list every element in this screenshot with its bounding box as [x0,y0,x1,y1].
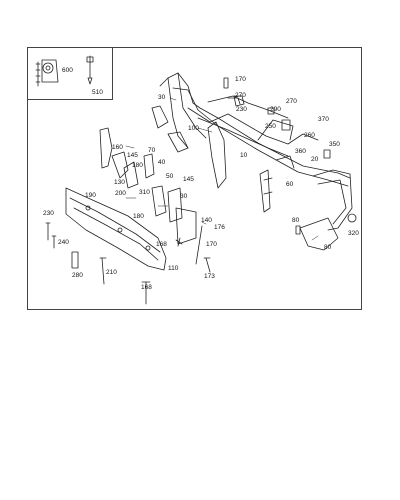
brackets [99,121,357,251]
part-number-170: 170 [235,76,246,83]
part-number-600: 600 [62,67,73,74]
part-number-70: 70 [148,147,156,154]
part-number-260: 260 [304,132,315,139]
upper-frame [151,72,353,231]
part-number-176: 176 [214,224,225,231]
leader-lines [125,97,319,241]
part-number-10: 10 [240,152,248,159]
part-number-230b: 230 [43,210,54,217]
part-number-270: 270 [235,92,246,99]
inset-parts [35,55,94,87]
part-number-60: 60 [286,181,294,188]
fasteners [45,77,331,305]
part-number-50: 50 [166,173,174,180]
part-number-270b: 270 [286,98,297,105]
part-number-250: 250 [265,123,276,130]
part-number-145: 145 [127,152,138,159]
part-number-310: 310 [139,189,150,196]
part-number-240: 240 [58,239,69,246]
part-number-180: 180 [132,162,143,169]
part-number-168b: 168 [141,284,152,291]
part-number-130: 130 [114,179,125,186]
part-number-168: 168 [156,241,167,248]
part-number-110: 110 [168,265,179,272]
part-number-190: 190 [85,192,96,199]
part-number-173: 173 [204,273,215,280]
part-number-280: 280 [72,272,83,279]
part-number-360: 360 [295,148,306,155]
part-number-100: 100 [188,125,199,132]
part-number-180b: 180 [133,213,144,220]
bumper-beam [65,187,167,271]
part-number-160: 160 [112,144,123,151]
part-number-40: 40 [158,159,166,166]
inset-box [28,48,113,100]
part-number-210: 210 [106,269,117,276]
part-number-30: 30 [158,94,166,101]
part-number-510: 510 [92,89,103,96]
part-number-320: 320 [348,230,359,237]
part-number-80: 80 [292,217,300,224]
part-number-145b: 145 [183,176,194,183]
part-number-20: 20 [311,156,319,163]
part-number-290: 290 [270,106,281,113]
part-number-230: 230 [236,106,247,113]
part-number-30b: 30 [180,193,188,200]
part-number-170b: 170 [206,241,217,248]
diagram-drawing [35,55,357,305]
part-number-140: 140 [201,217,212,224]
part-number-370: 370 [318,116,329,123]
parts-diagram-frame: 600 510 30 170 270 230 290 270 370 100 2… [27,47,362,310]
part-number-350: 350 [329,141,340,148]
part-number-80b: 80 [324,244,332,251]
part-number-200: 200 [115,190,126,197]
